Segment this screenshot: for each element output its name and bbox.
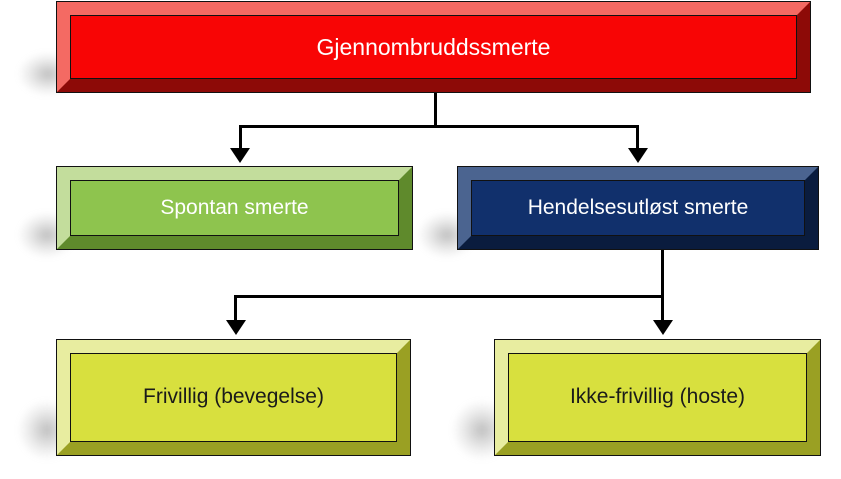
node-label-ikke-frivillig-hoste: Ikke-frivillig (hoste) bbox=[569, 385, 746, 409]
node-label-gjennombruddssmerte: Gjennombruddssmerte bbox=[316, 33, 551, 60]
node-spontan-smerte[interactable]: Spontan smerte bbox=[56, 166, 413, 250]
node-label-frivillig-bevegelse: Frivillig (bevegelse) bbox=[143, 385, 324, 409]
connector-drop-ikke-frivillig bbox=[661, 295, 664, 323]
arrow-head-frivillig bbox=[226, 320, 246, 335]
node-hendelsesutlost-smerte[interactable]: Hendelsesutløst smerte bbox=[457, 166, 819, 250]
connector-stem-hendelse bbox=[661, 247, 664, 297]
node-label-spontan-smerte: Spontan smerte bbox=[160, 195, 309, 219]
connector-bar-row3 bbox=[234, 295, 664, 298]
connector-drop-hendelse bbox=[636, 125, 639, 150]
arrow-head-spontan bbox=[230, 148, 250, 163]
connector-stem-top bbox=[434, 92, 437, 128]
node-ikke-frivillig-hoste[interactable]: Ikke-frivillig (hoste) bbox=[494, 339, 821, 456]
node-label-hendelsesutlost-smerte: Hendelsesutløst smerte bbox=[527, 195, 749, 219]
arrow-head-ikke-frivillig bbox=[653, 320, 673, 335]
arrow-head-hendelse bbox=[628, 148, 648, 163]
connector-bar-row2 bbox=[239, 125, 639, 128]
connector-drop-spontan bbox=[239, 125, 242, 150]
connector-drop-frivillig bbox=[234, 295, 237, 323]
node-gjennombruddssmerte[interactable]: Gjennombruddssmerte bbox=[56, 1, 811, 93]
node-frivillig-bevegelse[interactable]: Frivillig (bevegelse) bbox=[56, 339, 411, 456]
